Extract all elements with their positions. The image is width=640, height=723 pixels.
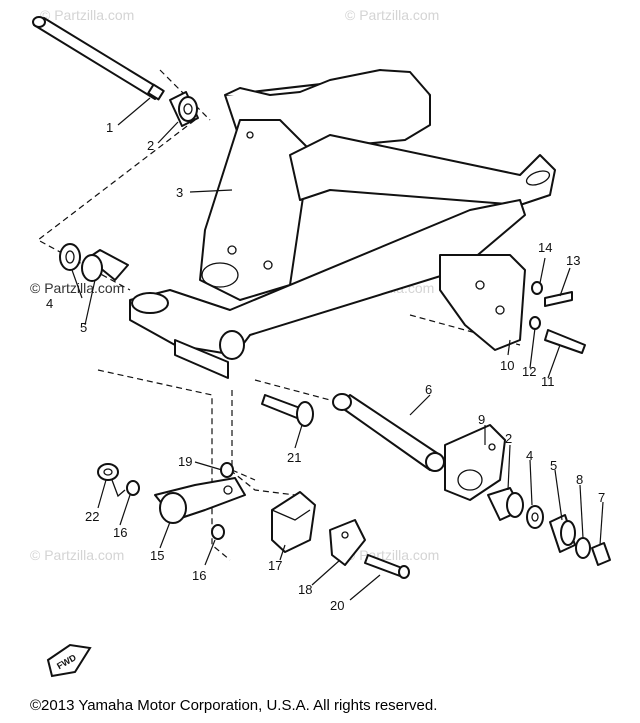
callout-4-right: 4 <box>526 448 533 463</box>
bushing-left <box>81 249 129 282</box>
washer-left <box>59 243 81 271</box>
callout-16-lower: 16 <box>192 568 206 583</box>
leader-lines <box>71 97 604 601</box>
callout-18: 18 <box>298 582 312 597</box>
housing-9 <box>444 424 506 501</box>
watermark: © Partzilla.com <box>345 547 439 563</box>
bolt-21 <box>261 394 314 427</box>
callout-16: 16 <box>113 525 127 540</box>
swingarm-frame <box>129 69 556 379</box>
bushing-block-17 <box>271 491 316 553</box>
bushing-top <box>169 91 199 127</box>
callout-22: 22 <box>85 509 99 524</box>
callout-6: 1 <box>106 120 113 135</box>
clamp-18 <box>329 519 410 579</box>
watermark: © Partzilla.com <box>30 280 124 296</box>
callout-1: 3 <box>176 185 183 200</box>
watermark: © Partzilla.com <box>30 547 124 563</box>
callout-2: 5 <box>80 320 87 335</box>
fwd-arrow-icon: FWD <box>46 643 92 678</box>
callout-17: 17 <box>268 558 282 573</box>
callout-14: 14 <box>538 240 552 255</box>
callout-10: 10 <box>500 358 514 373</box>
callout-8: 8 <box>576 472 583 487</box>
pivot-shaft <box>32 16 165 101</box>
callout-21: 21 <box>287 450 301 465</box>
shaft-3 <box>332 393 445 472</box>
callout-19: 19 <box>178 454 192 469</box>
callout-9: 9 <box>478 412 485 427</box>
callout-labels: 1 2 3 4 5 6 9 10 11 12 13 14 15 16 17 18… <box>46 120 605 613</box>
callout-3: 6 <box>425 382 432 397</box>
bracket-assembly <box>439 254 586 354</box>
callout-2-right: 2 <box>505 431 512 446</box>
callout-7: 7 <box>598 490 605 505</box>
copyright-notice: ©2013 Yamaha Motor Corporation, U.S.A. A… <box>30 697 438 714</box>
small-hardware <box>97 462 234 540</box>
callout-12: 12 <box>522 364 536 379</box>
callout-5-right: 5 <box>550 458 557 473</box>
rocker-arm-15 <box>154 477 246 524</box>
callout-15: 15 <box>150 548 164 563</box>
watermark: © Partzilla.com <box>345 7 439 23</box>
callout-20: 20 <box>330 598 344 613</box>
right-side-parts <box>487 487 611 566</box>
callout-5: 2 <box>147 138 154 153</box>
callout-13: 13 <box>566 253 580 268</box>
callout-4: 4 <box>46 296 53 311</box>
watermark: © Partzilla.com <box>40 7 134 23</box>
callout-11: 11 <box>541 374 555 389</box>
